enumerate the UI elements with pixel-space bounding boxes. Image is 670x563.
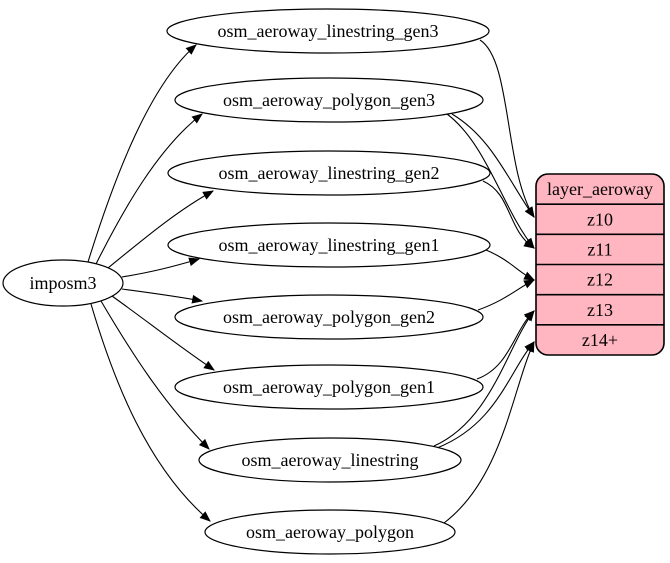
- edge-imposm3-to-osm_aeroway_linestring_gen2: [107, 190, 214, 269]
- edge-osm_aeroway_linestring_gen3-to-z10: [479, 39, 535, 218]
- layer-row-z13: z13: [587, 300, 613, 320]
- edge-osm_aeroway_linestring-to-z14+: [436, 341, 535, 449]
- table-node-osm_aeroway_polygon_gen2: osm_aeroway_polygon_gen2: [174, 294, 484, 340]
- node-label: imposm3: [29, 273, 96, 293]
- edge-osm_aeroway_linestring_gen1-to-z12: [485, 249, 535, 281]
- edge-osm_aeroway_polygon_gen3-to-z11: [446, 113, 535, 249]
- node-shape: [167, 150, 491, 196]
- node-shape: [166, 8, 490, 54]
- table-node-osm_aeroway_linestring_gen2: osm_aeroway_linestring_gen2: [167, 150, 491, 196]
- layer-node-title: layer_aeroway: [547, 179, 653, 199]
- node-label: osm_aeroway_polygon: [246, 522, 414, 542]
- edge-osm_aeroway_polygon-to-z14+: [443, 340, 535, 524]
- edge-osm_aeroway_linestring-to-z13: [433, 310, 535, 447]
- layer-row-z11: z11: [587, 239, 612, 259]
- table-node-osm_aeroway_polygon_gen3: osm_aeroway_polygon_gen3: [174, 77, 484, 123]
- edge-imposm3-to-osm_aeroway_polygon_gen2: [121, 288, 204, 304]
- node-label: osm_aeroway_polygon_gen2: [223, 307, 435, 327]
- node-shape: [2, 259, 124, 307]
- node-shape: [167, 222, 491, 268]
- node-shape: [204, 509, 456, 555]
- edge-osm_aeroway_polygon_gen2-to-z12: [477, 279, 535, 311]
- layer-node-layer_aeroway: layer_aeroway z10 z11 z12 z13 z14+: [535, 173, 665, 356]
- table-node-osm_aeroway_polygon: osm_aeroway_polygon: [204, 509, 456, 555]
- edge-imposm3-to-osm_aeroway_polygon_gen1: [111, 295, 215, 371]
- layer-row-z10: z10: [587, 209, 613, 229]
- layer-row-z14+: z14+: [582, 330, 618, 350]
- node-shape: [174, 294, 484, 340]
- node-shape: [174, 77, 484, 123]
- source-node-imposm3: imposm3: [2, 259, 124, 307]
- edge-osm_aeroway_linestring_gen2-to-z11: [482, 180, 535, 249]
- edge-imposm3-to-osm_aeroway_linestring_gen3: [87, 44, 197, 263]
- table-node-osm_aeroway_linestring: osm_aeroway_linestring: [198, 437, 462, 483]
- node-label: osm_aeroway_linestring_gen2: [219, 163, 440, 183]
- table-node-osm_aeroway_polygon_gen1: osm_aeroway_polygon_gen1: [174, 364, 484, 410]
- node-label: osm_aeroway_polygon_gen1: [223, 377, 435, 397]
- edge-imposm3-to-osm_aeroway_linestring_gen1: [121, 257, 201, 278]
- node-label: osm_aeroway_linestring: [242, 450, 419, 470]
- node-label: osm_aeroway_linestring_gen1: [219, 235, 440, 255]
- edge-imposm3-to-osm_aeroway_polygon: [90, 303, 211, 522]
- edge-imposm3-to-osm_aeroway_linestring: [100, 300, 210, 450]
- node-label: osm_aeroway_linestring_gen3: [218, 21, 439, 41]
- table-node-osm_aeroway_linestring_gen3: osm_aeroway_linestring_gen3: [166, 8, 490, 54]
- node-shape: [174, 364, 484, 410]
- edge-osm_aeroway_polygon_gen1-to-z13: [476, 310, 535, 380]
- layer-row-z12: z12: [587, 270, 613, 290]
- node-shape: [198, 437, 462, 483]
- edge-osm_aeroway_polygon_gen3-to-z10: [451, 113, 535, 218]
- table-node-osm_aeroway_linestring_gen1: osm_aeroway_linestring_gen1: [167, 222, 491, 268]
- edge-imposm3-to-osm_aeroway_polygon_gen3: [94, 113, 203, 267]
- node-label: osm_aeroway_polygon_gen3: [223, 90, 435, 110]
